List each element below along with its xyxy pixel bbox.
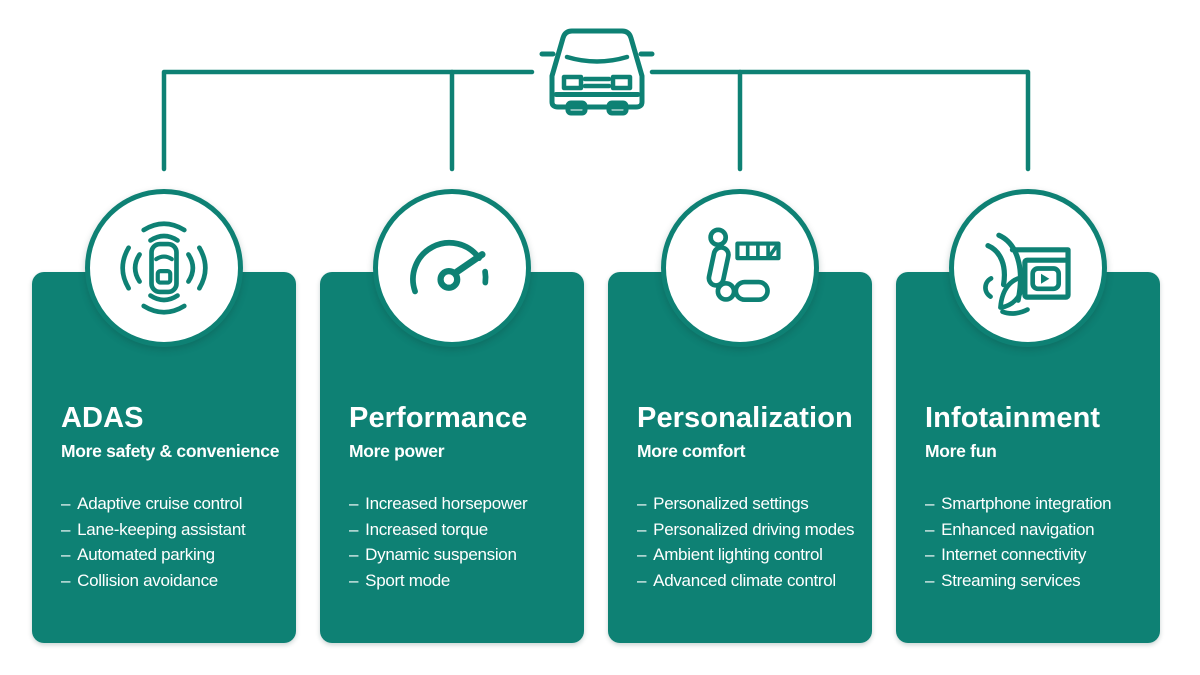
card-subtitle: More safety & convenience <box>61 441 280 461</box>
feature-item: –Smartphone integration <box>925 491 1156 517</box>
card-title: Personalization <box>637 402 853 434</box>
feature-item-text: Dynamic suspension <box>365 545 517 564</box>
feature-item-text: Enhanced navigation <box>941 519 1095 539</box>
dash-bullet: – <box>637 519 647 539</box>
speedometer-icon <box>410 239 489 295</box>
icon-circle <box>661 189 819 347</box>
feature-item: –Collision avoidance <box>61 568 292 594</box>
feature-item-text: Lane-keeping assistant <box>77 519 246 539</box>
car-seat-icon <box>706 227 781 303</box>
connector-lines <box>161 69 1031 172</box>
dash-bullet: – <box>925 494 935 513</box>
dash-bullet: – <box>61 570 71 590</box>
feature-item: –Adaptive cruise control <box>61 491 292 517</box>
feature-item: –Increased horsepower <box>349 491 580 517</box>
icon-circle <box>949 189 1107 347</box>
dash-bullet: – <box>61 494 71 513</box>
feature-item: –Increased torque <box>349 517 580 543</box>
feature-list: –Personalized settings–Personalized driv… <box>637 491 868 593</box>
card-performance: Performance More power –Increased horsep… <box>320 189 584 643</box>
dash-bullet: – <box>925 570 935 590</box>
dash-bullet: – <box>349 570 359 590</box>
feature-item: –Streaming services <box>925 568 1156 594</box>
feature-item: –Ambient lighting control <box>637 542 868 568</box>
dash-bullet: – <box>349 494 359 513</box>
feature-item: –Automated parking <box>61 542 292 568</box>
card-subtitle: More fun <box>925 441 997 461</box>
feature-item: –Advanced climate control <box>637 568 868 594</box>
card-title: Infotainment <box>925 402 1101 434</box>
card-title: ADAS <box>61 402 144 434</box>
feature-item-text: Increased horsepower <box>365 494 528 513</box>
feature-item-text: Smartphone integration <box>941 494 1112 513</box>
icon-circle <box>85 189 243 347</box>
dash-bullet: – <box>61 519 71 539</box>
dash-bullet: – <box>637 494 647 513</box>
card-subtitle: More comfort <box>637 441 746 461</box>
feature-item: –Personalized driving modes <box>637 517 868 543</box>
card-personalization: Personalization More comfort –Personaliz… <box>608 189 872 643</box>
feature-item-text: Automated parking <box>77 545 215 564</box>
dash-bullet: – <box>637 570 647 590</box>
dash-bullet: – <box>637 545 647 564</box>
feature-item-text: Sport mode <box>365 570 451 590</box>
cards-row: ADAS More safety & convenience –Adaptive… <box>32 189 1160 643</box>
feature-item: –Dynamic suspension <box>349 542 580 568</box>
feature-item-text: Adaptive cruise control <box>77 494 243 513</box>
feature-item-text: Advanced climate control <box>653 570 836 590</box>
feature-item: –Personalized settings <box>637 491 868 517</box>
dash-bullet: – <box>925 545 935 564</box>
card-title: Performance <box>349 402 528 434</box>
dash-bullet: – <box>349 519 359 539</box>
feature-item: –Sport mode <box>349 568 580 594</box>
card-subtitle: More power <box>349 441 445 461</box>
card-infotainment: Infotainment More fun –Smartphone integr… <box>896 189 1160 643</box>
feature-item-text: Internet connectivity <box>941 545 1087 564</box>
dash-bullet: – <box>61 545 71 564</box>
dash-bullet: – <box>349 545 359 564</box>
radar-car-icon <box>120 221 208 315</box>
feature-item: –Lane-keeping assistant <box>61 517 292 543</box>
feature-item-text: Ambient lighting control <box>653 545 823 564</box>
feature-item-text: Personalized driving modes <box>653 519 855 539</box>
feature-item: –Internet connectivity <box>925 542 1156 568</box>
feature-item: –Enhanced navigation <box>925 517 1156 543</box>
feature-list: –Increased horsepower–Increased torque–D… <box>349 491 580 593</box>
dashboard-media-icon <box>983 232 1071 316</box>
icon-circle <box>373 189 531 347</box>
feature-item-text: Streaming services <box>941 570 1081 590</box>
feature-item-text: Personalized settings <box>653 494 809 513</box>
feature-item-text: Collision avoidance <box>77 570 218 590</box>
dash-bullet: – <box>925 519 935 539</box>
car-front-icon <box>539 28 655 116</box>
feature-list: –Adaptive cruise control–Lane-keeping as… <box>61 491 292 593</box>
feature-item-text: Increased torque <box>365 519 488 539</box>
card-adas: ADAS More safety & convenience –Adaptive… <box>32 189 296 643</box>
feature-list: –Smartphone integration–Enhanced navigat… <box>925 491 1156 593</box>
